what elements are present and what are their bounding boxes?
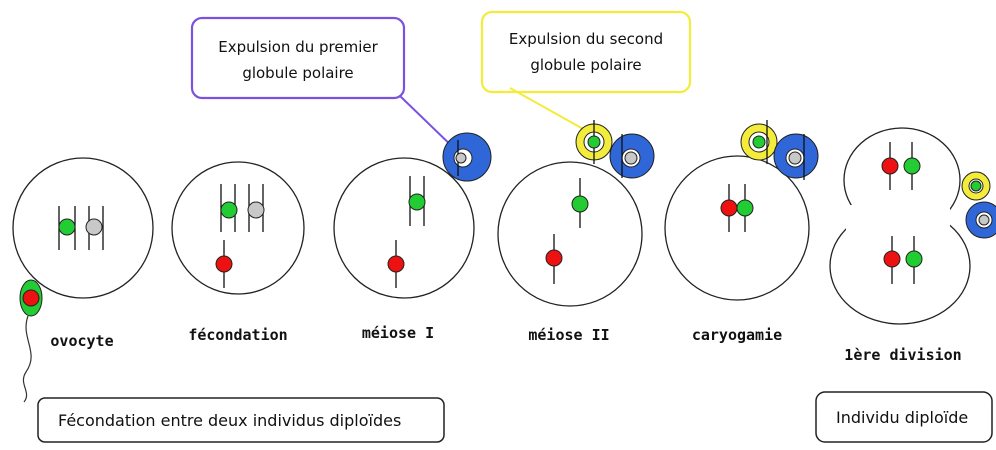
caption-box-right: Individu diploïde — [815, 391, 993, 443]
stage-ovocyte: ovocyte — [12, 157, 154, 403]
stage-label: 1ère division — [844, 346, 961, 364]
caption-border — [37, 397, 445, 443]
maternal-chromosome — [571, 195, 589, 213]
egg-cell — [497, 161, 643, 307]
caption-border — [815, 391, 993, 443]
discarded-chromosome — [788, 151, 802, 165]
maternal-chromosome — [408, 193, 426, 211]
maternal-chromosome — [903, 157, 921, 175]
first-polar-body — [609, 133, 655, 179]
paternal-chromosome — [545, 249, 563, 267]
egg-cell — [333, 157, 475, 299]
callout-line-1: Expulsion du premier — [218, 38, 378, 56]
discarded-chromosome — [978, 214, 990, 226]
second-polar-body — [961, 171, 991, 201]
callout-box — [480, 10, 692, 94]
maternal-chromosome — [736, 199, 754, 217]
maternal-chromosome — [905, 250, 923, 268]
stage-first-division: 1ère division — [829, 127, 996, 364]
callout-line-2: globule polaire — [242, 64, 353, 82]
discarded-chromosome — [624, 151, 638, 165]
oocyte-cell — [12, 157, 154, 299]
stage-label: méiose II — [528, 326, 609, 344]
stage-label: caryogamie — [692, 326, 782, 344]
paternal-chromosome — [22, 289, 40, 307]
callout-box — [190, 16, 406, 100]
maternal-chromosome-copy — [85, 218, 103, 236]
egg-cell — [171, 161, 305, 295]
cell-junction-mask — [846, 205, 950, 239]
paternal-chromosome — [881, 157, 899, 175]
callout-first-polar-body: Expulsion du premier globule polaire — [190, 16, 459, 153]
stage-fecondation: fécondation — [171, 161, 305, 344]
discarded-chromosome — [455, 152, 467, 164]
caption-box-left: Fécondation entre deux individus diploïd… — [37, 397, 445, 443]
discarded-chromosome — [970, 180, 982, 192]
spermatozoid — [19, 279, 43, 403]
callout-line-1: Expulsion du second — [509, 30, 663, 48]
paternal-chromosome — [387, 255, 405, 273]
discarded-chromosome — [587, 135, 601, 149]
stage-label: méiose I — [362, 324, 434, 342]
second-polar-body — [740, 120, 778, 164]
caption-text: Individu diploïde — [836, 408, 968, 427]
stage-label: fécondation — [188, 326, 287, 344]
maternal-chromosome — [58, 218, 76, 236]
first-polar-body — [773, 133, 819, 180]
egg-cell — [664, 155, 810, 301]
callout-line-2: globule polaire — [530, 56, 641, 74]
stage-meiose-1: méiose I — [333, 132, 492, 342]
stage-caryogamie: caryogamie — [664, 120, 819, 344]
paternal-chromosome — [883, 250, 901, 268]
first-polar-body — [442, 132, 492, 182]
first-polar-body — [965, 201, 996, 239]
callout-pointer — [509, 87, 586, 131]
stage-label: ovocyte — [50, 332, 113, 350]
discarded-chromosome — [752, 135, 766, 149]
second-polar-body — [575, 120, 613, 164]
maternal-chromosome-copy — [247, 201, 265, 219]
maternal-chromosome — [220, 201, 238, 219]
paternal-chromosome — [215, 255, 233, 273]
caption-text: Fécondation entre deux individus diploïd… — [58, 411, 401, 430]
sperm-tail — [22, 315, 32, 403]
paternal-chromosome — [720, 199, 738, 217]
callout-second-polar-body: Expulsion du second globule polaire — [480, 10, 692, 131]
stage-meiose-2: méiose II — [497, 120, 655, 344]
